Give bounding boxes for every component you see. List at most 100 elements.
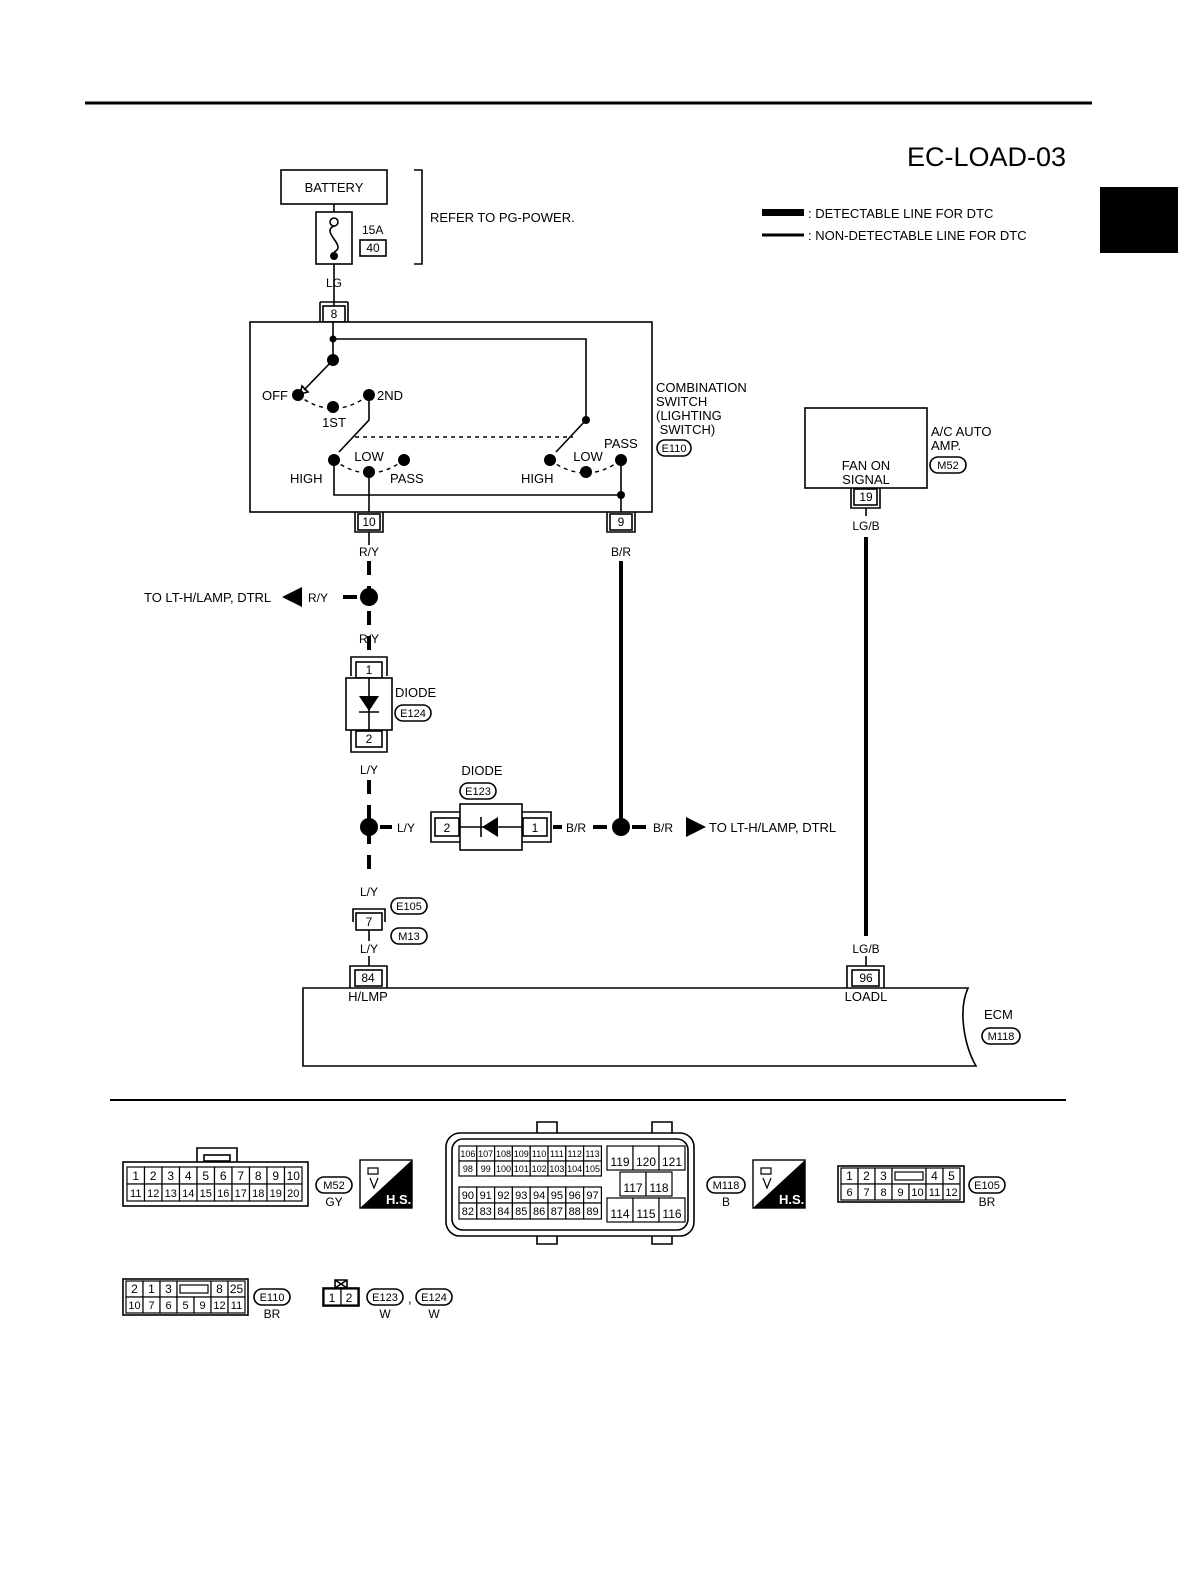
wire-label-br-branch: B/R [653, 821, 673, 835]
m118-pin-96: 96 [569, 1190, 581, 1202]
e105-id-badge [968, 1176, 1006, 1194]
ac-amp-signal-2: SIGNAL [842, 472, 890, 487]
branch-arrow-right [686, 817, 706, 837]
switch-name-2: SWITCH [656, 394, 707, 409]
m52-pin-11: 11 [130, 1188, 141, 1200]
e110-cell-11 [227, 1296, 246, 1314]
m118-pin-83: 83 [480, 1206, 492, 1218]
e105-pin-4: 4 [931, 1169, 938, 1183]
m118-pin-84: 84 [497, 1206, 509, 1218]
e123-label: DIODE [461, 763, 503, 778]
e124-pin1-bracket [350, 656, 388, 676]
m52-pin-8: 8 [255, 1169, 262, 1183]
ecm-outline [302, 987, 978, 1067]
switch-pin-out-right: 9 [618, 515, 625, 529]
e124-view-id: E124 [421, 1292, 447, 1304]
e124-view-badge [415, 1288, 453, 1306]
m118-pin-116: 116 [662, 1207, 681, 1221]
m118-pin-100: 100 [496, 1164, 511, 1174]
m118-pin-98: 98 [463, 1164, 473, 1174]
m52-pin-2: 2 [150, 1169, 157, 1183]
joint-bracket [352, 908, 386, 922]
m118-pin-121: 121 [662, 1155, 682, 1169]
ac-amp-connector-id: M52 [937, 460, 958, 472]
m118-pin-93: 93 [515, 1190, 527, 1202]
connector-view-e123-e124: 1 2 E123 , E124 W W [322, 1279, 453, 1321]
m118-pin-114: 114 [610, 1207, 629, 1221]
wire-label-br-diode: B/R [566, 821, 586, 835]
ecm-block: 84 96 H/LMP LOADL ECM M118 [302, 965, 1021, 1067]
m52-pin-14: 14 [182, 1188, 194, 1200]
m52-pin-9: 9 [272, 1169, 279, 1183]
e110-pin-7: 7 [148, 1300, 154, 1312]
m118-pin-92: 92 [497, 1190, 509, 1202]
e110-pin-8: 8 [216, 1282, 223, 1296]
e110-pin-11: 11 [231, 1300, 242, 1312]
branch-label-left: TO LT-H/LAMP, DTRL [144, 590, 271, 605]
refer-note: REFER TO PG-POWER. [430, 210, 575, 225]
e110-pin-5: 5 [182, 1300, 188, 1312]
m118-id-badge [706, 1176, 746, 1194]
switch-2nd-to-high [338, 395, 370, 453]
ac-auto-amp: A/C AUTO AMP. M52 FAN ON SIGNAL 19 [804, 407, 991, 509]
m118-cell-116 [658, 1197, 686, 1223]
m118-hs-text: H.S. [779, 1192, 804, 1207]
pin19-box [853, 488, 878, 506]
m118-cell-121 [658, 1145, 686, 1171]
ecm-name: ECM [984, 1007, 1013, 1022]
ac-amp-name-1: A/C AUTO [931, 424, 991, 439]
e105-pin-6: 6 [846, 1187, 852, 1199]
refer-bracket [414, 169, 423, 265]
combination-switch: 8 OFF 1ST 2ND HIGH LOW PASS HIGH LOW PAS… [249, 301, 747, 533]
m118-pin-109: 109 [514, 1149, 529, 1159]
e124-connector-badge [394, 704, 432, 722]
m118-pin-111: 111 [550, 1149, 564, 1159]
switch-connector-id: E110 [662, 443, 687, 455]
e123-pin-left: 2 [444, 821, 451, 835]
ecm-connector-id: M118 [988, 1031, 1015, 1043]
m118-pin-101: 101 [514, 1164, 529, 1174]
ac-amp-connector-badge [929, 456, 967, 474]
e124-pin2-bracket [350, 730, 388, 753]
ac-amp-signal-1: FAN ON [842, 458, 890, 473]
m118-bottom-tab-left [536, 1236, 558, 1245]
e123-pin-right-box [522, 817, 548, 837]
m118-pin-119: 119 [610, 1155, 629, 1169]
legend-thick-swatch [762, 209, 804, 216]
m118-pin-117: 117 [623, 1181, 642, 1195]
splice-ry [360, 588, 378, 606]
node-feed-top [329, 335, 337, 343]
m118-pin-113: 113 [585, 1149, 599, 1159]
e124-diode-symbol [359, 696, 379, 711]
e110-pin-1: 1 [148, 1282, 155, 1296]
diode-e123: DIODE E123 2 1 B/R [430, 763, 586, 851]
battery-label: BATTERY [305, 180, 364, 195]
pos-off: OFF [262, 388, 288, 403]
pos-pass-right: PASS [604, 436, 638, 451]
m118-pin-110: 110 [532, 1149, 546, 1159]
fuse-rating: 15A [362, 223, 383, 237]
wire-label-ry-bottom: R/Y [359, 632, 379, 646]
e124-pin-bottom: 2 [366, 732, 373, 746]
m118-hs-icon: H.S. [752, 1159, 806, 1209]
m118-pin-112: 112 [568, 1149, 582, 1159]
m118-pin-106: 106 [460, 1149, 475, 1159]
joint-connector-b-badge [390, 927, 428, 945]
ecm-pin84-bracket [349, 965, 388, 988]
m118-pin-87: 87 [551, 1206, 563, 1218]
e123-e124-pin-2-cell [340, 1288, 359, 1306]
m118-pin-103: 103 [549, 1164, 564, 1174]
e123-view-id: E123 [372, 1292, 398, 1304]
legend-non-detectable: : NON-DETECTABLE LINE FOR DTC [808, 228, 1027, 243]
wire-label-ry-branch: R/Y [308, 591, 328, 605]
joint-connector-a-badge [390, 897, 428, 915]
m118-pin-118: 118 [649, 1181, 668, 1195]
m52-latch-slot [203, 1154, 231, 1162]
e123-left-bracket [430, 811, 460, 843]
pos-2nd: 2ND [377, 388, 403, 403]
e105-id: E105 [974, 1180, 1000, 1192]
